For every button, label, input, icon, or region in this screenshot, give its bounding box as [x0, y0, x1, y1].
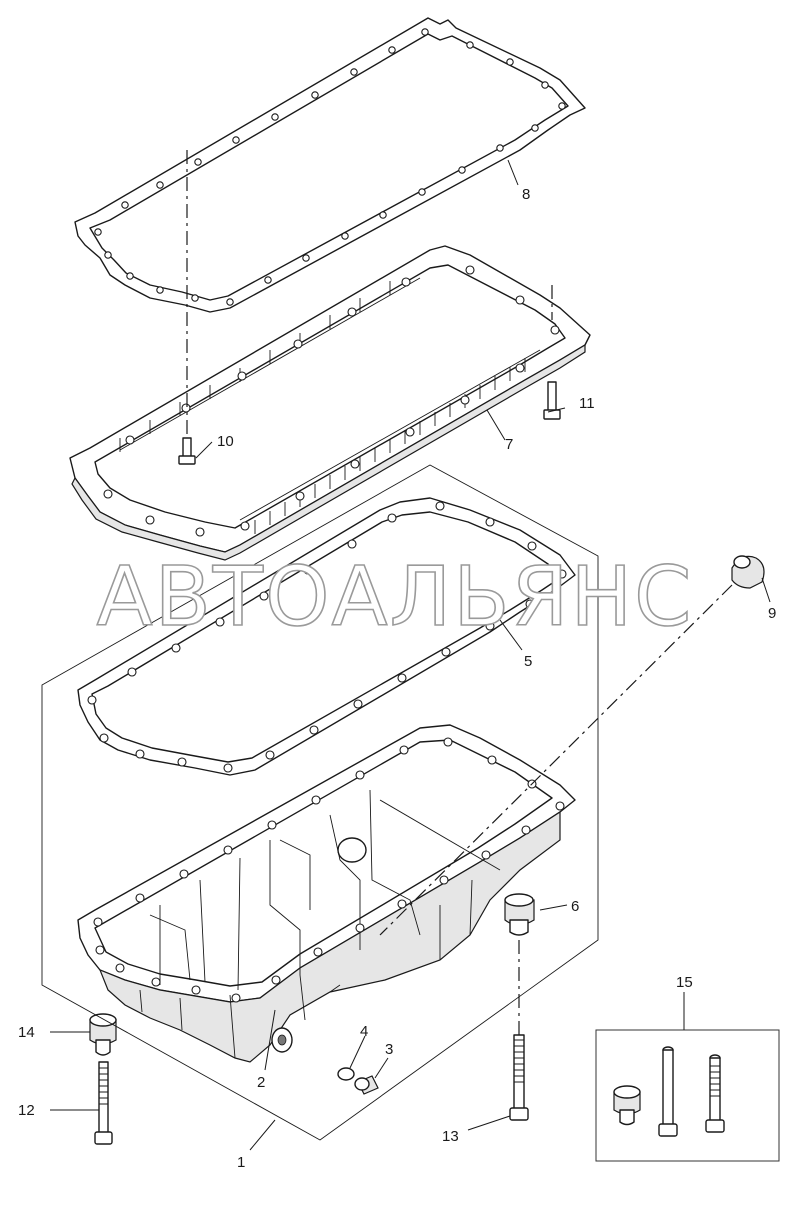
callout-10: 10 [217, 433, 234, 450]
ladder-frame-part-7 [69, 245, 591, 561]
callout-15: 15 [676, 974, 693, 991]
callout-9: 9 [768, 605, 776, 622]
plug-part-9 [731, 555, 765, 589]
top-gasket-part-8 [74, 17, 586, 313]
callout-7: 7 [505, 436, 513, 453]
callout-labels: 8 7 11 10 5 9 6 15 14 12 2 4 3 13 1 [18, 186, 776, 1171]
callout-4: 4 [360, 1023, 368, 1040]
lower-gasket-part-5 [77, 497, 576, 776]
oil-pan-flange-holes [93, 737, 565, 1003]
ladder-frame-bolt-bosses [103, 265, 560, 537]
callout-6: 6 [571, 898, 579, 915]
service-kit-box-part-15 [595, 1029, 780, 1162]
top-gasket-bolt-holes [94, 28, 566, 306]
callout-2: 2 [257, 1074, 265, 1091]
watermark: АВТОАЛЬЯНС [97, 550, 694, 645]
leader-lines [50, 159, 771, 1151]
callout-3: 3 [385, 1041, 393, 1058]
assembly-outline [41, 464, 599, 1141]
kit-long-bolt [658, 1046, 678, 1137]
callout-5: 5 [524, 653, 532, 670]
callout-14: 14 [18, 1024, 35, 1041]
callout-1: 1 [237, 1154, 245, 1171]
plug-9-alignment-line [379, 584, 733, 936]
washer-part-4 [337, 1067, 355, 1081]
oil-pan-part-1 [77, 724, 576, 1063]
bolt-part-11 [543, 381, 561, 420]
mount-part-14 [89, 1013, 117, 1056]
callout-12: 12 [18, 1102, 35, 1119]
lower-gasket-bolt-holes [87, 501, 567, 773]
callout-11: 11 [579, 395, 595, 412]
drain-plug-part-3 [354, 1075, 379, 1095]
kit-mount [613, 1085, 641, 1126]
kit-short-bolt [705, 1054, 725, 1133]
mount-part-6 [504, 893, 535, 936]
callout-8: 8 [522, 186, 530, 203]
bolt-part-10 [178, 437, 196, 465]
bolt-part-12 [94, 1061, 113, 1145]
bolt-part-13 [509, 1034, 529, 1121]
callout-13: 13 [442, 1128, 459, 1145]
